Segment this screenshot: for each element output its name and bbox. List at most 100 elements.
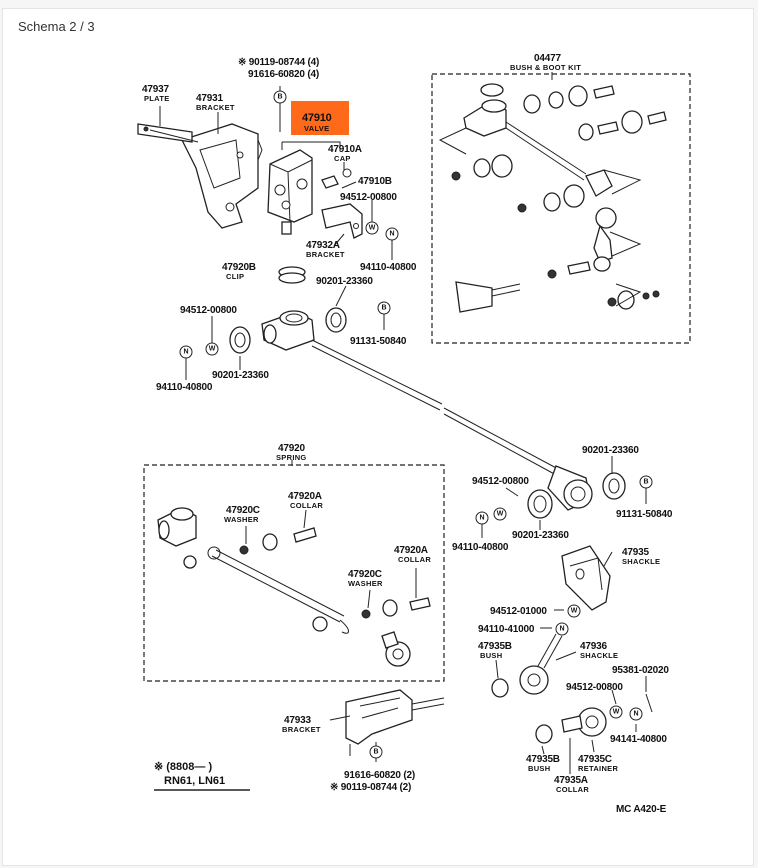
callout-number: 47931 <box>196 93 223 104</box>
callout-47935b-1[interactable]: 47935B BUSH <box>478 641 512 660</box>
callout-number: 47920 <box>278 443 305 454</box>
callout-91131-50840-b[interactable]: 91131-50840 <box>616 509 673 520</box>
callout-94110-40800-c[interactable]: 94110-40800 <box>452 542 509 553</box>
callout-94512-00800-e[interactable]: 94512-00800 <box>566 682 624 693</box>
callout-name: CAP <box>334 154 351 163</box>
callout-47920[interactable]: 47920 SPRING <box>276 443 307 462</box>
marker-w-label: W <box>497 511 504 518</box>
callout-90201-23360-a[interactable]: 90201-23360 <box>316 276 374 287</box>
figure-code: MC A420-E <box>616 804 667 815</box>
callout-name: SPRING <box>276 453 307 462</box>
callout-47935b-2[interactable]: 47935B BUSH <box>526 754 560 773</box>
callout-name: COLLAR <box>290 501 323 510</box>
marker-w-label: W <box>369 225 376 232</box>
callout-number: 47935 <box>622 547 649 558</box>
valve-highlight-box[interactable] <box>291 101 349 135</box>
marker-n-label: N <box>479 515 484 522</box>
callout-90201-23360-b[interactable]: 90201-23360 <box>212 370 270 381</box>
marker-w: W <box>493 507 507 521</box>
callout-name: SHACKLE <box>622 557 660 566</box>
callout-number: 04477 <box>534 53 561 64</box>
callout-number: 47935B <box>526 754 560 765</box>
marker-w-label: W <box>613 709 620 716</box>
footnote-date-range: ※ (8808— ) <box>154 761 212 773</box>
callout-47931[interactable]: 47931 BRACKET <box>196 93 235 112</box>
callout-47920a-1[interactable]: 47920A COLLAR <box>288 491 323 510</box>
callout-91131-50840-a[interactable]: 91131-50840 <box>350 336 407 347</box>
callout-47935a[interactable]: 47935A COLLAR <box>554 775 589 794</box>
schema-title: Schema 2 / 3 <box>18 19 95 34</box>
marker-n: N <box>629 707 643 721</box>
callout-number: 47910A <box>328 144 362 155</box>
callout-91616-60820-4[interactable]: 91616-60820 (4) <box>248 69 319 80</box>
callout-94110-40800-a[interactable]: 94110-40800 <box>360 262 417 273</box>
callout-90119-08744-2[interactable]: ※ 90119-08744 (2) <box>330 782 411 793</box>
callout-90119-08744-4[interactable]: ※ 90119-08744 (4) <box>238 57 319 68</box>
marker-n-label: N <box>389 231 394 238</box>
callout-47935[interactable]: 47935 SHACKLE <box>622 547 660 566</box>
callout-47920a-2[interactable]: 47920A COLLAR <box>394 545 431 564</box>
callout-91616-60820-2[interactable]: 91616-60820 (2) <box>344 770 415 781</box>
callout-47935c[interactable]: 47935C RETAINER <box>578 754 618 773</box>
callout-name: RETAINER <box>578 764 618 773</box>
callout-name: SHACKLE <box>580 651 618 660</box>
marker-n-label: N <box>183 349 188 356</box>
footnote-models: RN61, LN61 <box>164 775 225 787</box>
callout-47920c-2[interactable]: 47920C WASHER <box>348 569 383 588</box>
callout-name: COLLAR <box>398 555 431 564</box>
callout-94512-00800-a[interactable]: 94512-00800 <box>340 192 398 203</box>
callout-47936[interactable]: 47936 SHACKLE <box>580 641 618 660</box>
callout-number: 47920C <box>226 505 260 516</box>
bracket-47932a-drawing <box>321 203 363 239</box>
marker-n-label: N <box>633 711 638 718</box>
marker-b: B <box>369 745 383 759</box>
footnote: ※ (8808— ) RN61, LN61 <box>154 761 250 791</box>
callout-number: 47920B <box>222 262 256 273</box>
marker-n: N <box>475 511 489 525</box>
callout-47920b[interactable]: 47920B CLIP <box>222 262 256 281</box>
callout-name: CLIP <box>226 272 244 281</box>
callout-95381-02020[interactable]: 95381-02020 <box>612 665 670 676</box>
callout-number: 47935B <box>478 641 512 652</box>
callout-number: 47937 <box>142 84 169 95</box>
clip-47920b-drawing <box>278 266 306 284</box>
callout-number: 47920A <box>288 491 322 502</box>
marker-b: B <box>639 475 653 489</box>
callout-47910b[interactable]: 47910B <box>358 176 392 187</box>
marker-w: W <box>205 342 219 356</box>
shackle-47936-drawing <box>491 633 653 744</box>
callout-47910a[interactable]: 47910A CAP <box>328 144 362 163</box>
marker-n: N <box>555 622 569 636</box>
marker-w-label: W <box>209 346 216 353</box>
marker-n: N <box>385 227 399 241</box>
callout-94512-00800-c[interactable]: 94512-00800 <box>472 476 530 487</box>
callout-47933[interactable]: 47933 BRACKET <box>282 715 321 734</box>
callout-94512-01000[interactable]: 94512-01000 <box>490 606 548 617</box>
callout-04477[interactable]: 04477 BUSH & BOOT KIT <box>510 53 581 72</box>
callout-47920c-1[interactable]: 47920C WASHER <box>224 505 260 524</box>
callout-94110-41000[interactable]: 94110-41000 <box>478 624 535 635</box>
bracket-47931-drawing <box>137 123 263 229</box>
marker-b-label: B <box>381 305 386 312</box>
marker-w: W <box>365 221 379 235</box>
callout-name: BUSH <box>480 651 502 660</box>
marker-n-label: N <box>559 626 564 633</box>
callout-number: 47933 <box>284 715 311 726</box>
callout-94110-40800-b[interactable]: 94110-40800 <box>156 382 213 393</box>
callout-47937[interactable]: 47937 PLATE <box>142 84 170 103</box>
marker-b-label: B <box>277 94 282 101</box>
callout-94141-40800[interactable]: 94141-40800 <box>610 734 668 745</box>
marker-w: W <box>609 705 623 719</box>
callout-name: COLLAR <box>556 785 589 794</box>
callout-name: WASHER <box>348 579 383 588</box>
bush-boot-kit-drawing <box>438 83 667 313</box>
callout-94512-00800-b[interactable]: 94512-00800 <box>180 305 238 316</box>
callout-90201-23360-d[interactable]: 90201-23360 <box>512 530 570 541</box>
callout-number: 47920A <box>394 545 428 556</box>
marker-n: N <box>179 345 193 359</box>
callout-47910-name[interactable]: VALVE <box>304 124 329 133</box>
callout-90201-23360-c[interactable]: 90201-23360 <box>582 445 640 456</box>
callout-47932a[interactable]: 47932A BRACKET <box>306 240 345 259</box>
callout-number: 47935C <box>578 754 612 765</box>
callout-47910-number[interactable]: 47910 <box>302 112 332 124</box>
